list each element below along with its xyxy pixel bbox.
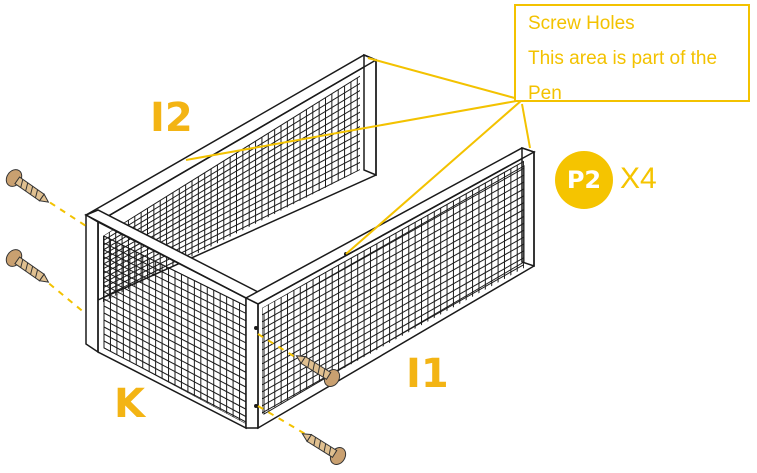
hardware-badge: P2 — [555, 151, 613, 209]
label-i2: I2 — [150, 95, 193, 141]
label-i1: I1 — [406, 351, 449, 397]
screw-icon — [301, 433, 347, 465]
screw-hole — [254, 404, 258, 408]
screw-holes-callout: Screw Holes This area is part of the Pen — [514, 4, 750, 104]
screw-icon — [5, 169, 50, 203]
panel-i2 — [84, 53, 378, 302]
screw-hole — [254, 326, 258, 330]
panel-i1 — [244, 146, 536, 430]
callout-leaders — [185, 57, 531, 255]
callout-line-1: Screw Holes — [528, 13, 635, 34]
screw-icon — [295, 355, 341, 387]
label-k: K — [114, 381, 145, 427]
screw-guides — [39, 195, 317, 439]
mesh-k — [104, 236, 246, 424]
hardware-quantity: X4 — [620, 162, 657, 195]
callout-line-2: This area is part of the — [528, 48, 718, 69]
screw-icon — [5, 249, 50, 283]
callout-line-3: Pen — [528, 83, 562, 104]
mesh-i1 — [262, 158, 524, 414]
panel-k — [84, 209, 260, 430]
